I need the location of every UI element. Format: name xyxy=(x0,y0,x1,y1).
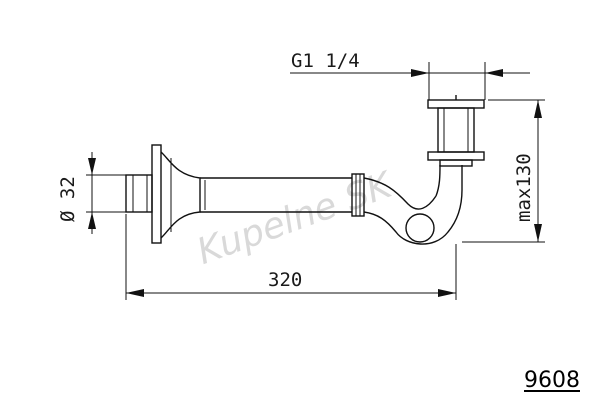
model-number: 9608 xyxy=(524,368,580,393)
thread-size-label: G1 1/4 xyxy=(291,50,360,72)
length-dimension: 320 xyxy=(125,214,457,300)
outlet-connector xyxy=(427,95,485,167)
watermark-text: Kupelne SK xyxy=(192,164,399,273)
inlet-pipe xyxy=(125,174,153,213)
length-label: 320 xyxy=(268,269,302,291)
diameter-dimension: Ø 32 xyxy=(57,152,126,234)
height-dimension: max130 xyxy=(462,99,545,243)
trap-bend xyxy=(363,164,463,245)
diameter-label: Ø 32 xyxy=(57,176,79,222)
wall-flange xyxy=(151,144,201,244)
horizontal-tube xyxy=(200,173,365,217)
max-height-label: max130 xyxy=(513,153,535,222)
thread-dimension: G1 1/4 xyxy=(290,50,530,100)
